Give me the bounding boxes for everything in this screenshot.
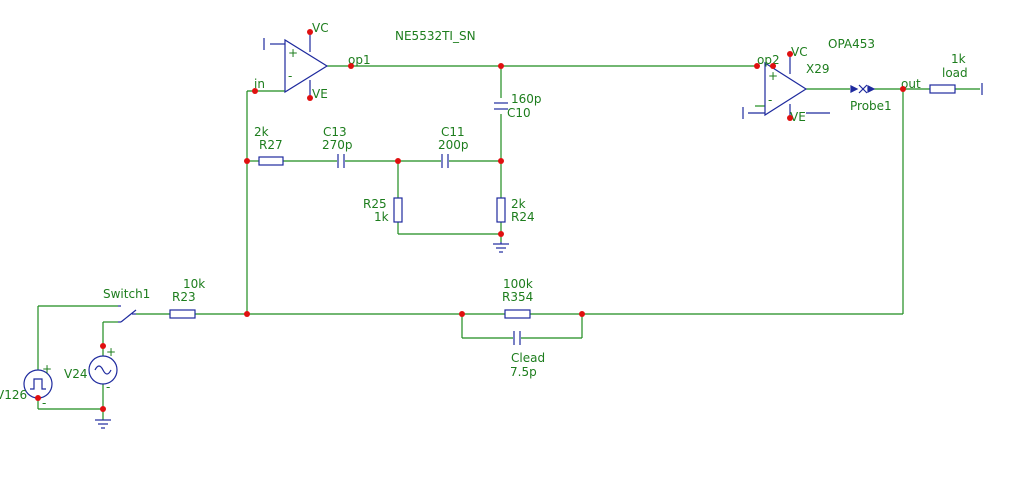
v24-minus: - <box>106 380 110 394</box>
capacitor-c11[interactable] <box>441 154 449 168</box>
opamp-u1-plus: + <box>288 46 298 60</box>
resistor-r23[interactable] <box>169 309 196 319</box>
opamp-u2-part: OPA453 <box>828 37 875 51</box>
r24-name: R24 <box>511 210 535 224</box>
opamp-u1-part: NE5532TI_SN <box>395 29 476 43</box>
opamp-u2-ref: X29 <box>806 62 830 76</box>
resistor-load[interactable] <box>929 84 956 94</box>
opamp-u2-ve: VE <box>790 110 806 124</box>
square-source-icon[interactable] <box>23 369 53 399</box>
net-op1: op1 <box>348 53 371 67</box>
c10-value: 160p <box>511 92 542 106</box>
wires <box>37 65 980 420</box>
v24-name: V24 <box>64 367 87 381</box>
ground-icon <box>95 419 111 429</box>
c13-name: C13 <box>323 125 347 139</box>
v24-plus: + <box>106 345 116 359</box>
opamp-u2[interactable] <box>742 52 830 119</box>
capacitor-c10[interactable] <box>494 102 508 110</box>
r25-name: R25 <box>363 197 387 211</box>
r354-value: 100k <box>503 277 533 291</box>
net-in: in <box>254 77 265 91</box>
probe-name: Probe1 <box>850 99 892 113</box>
ground-icon <box>493 242 509 253</box>
c10-name: C10 <box>507 106 531 120</box>
junction-nodes <box>35 29 906 412</box>
r23-name: R23 <box>172 290 196 304</box>
opamp-u1-vc: VC <box>312 21 329 35</box>
resistor-r354[interactable] <box>504 309 531 319</box>
v126-plus: + <box>42 362 52 376</box>
resistor-r27[interactable] <box>258 156 284 166</box>
opamp-u2-plus: + <box>768 69 778 83</box>
c13-value: 270p <box>322 138 353 152</box>
clead-value: 7.5p <box>510 365 537 379</box>
opamp-u2-vc: VC <box>791 45 808 59</box>
c11-name: C11 <box>441 125 465 139</box>
capacitor-c13[interactable] <box>337 154 345 168</box>
r27-name: R27 <box>259 138 283 152</box>
r25-value: 1k <box>374 210 389 224</box>
switch-name: Switch1 <box>103 287 150 301</box>
c11-value: 200p <box>438 138 469 152</box>
r23-value: 10k <box>183 277 205 291</box>
resistor-r25[interactable] <box>393 197 403 223</box>
load-name: load <box>942 66 968 80</box>
opamp-u1-ve: VE <box>312 87 328 101</box>
v126-minus: - <box>42 396 46 410</box>
load-value: 1k <box>951 52 966 66</box>
resistor-r24[interactable] <box>496 197 506 223</box>
opamp-u1-minus: - <box>288 69 292 83</box>
switch-icon[interactable] <box>118 305 137 323</box>
clead-name: Clead <box>511 351 545 365</box>
net-out: out <box>901 77 921 91</box>
net-op2: op2 <box>757 53 780 67</box>
r24-value: 2k <box>511 197 526 211</box>
sine-source-icon[interactable] <box>88 355 118 385</box>
r27-value: 2k <box>254 125 269 139</box>
capacitor-clead[interactable] <box>513 331 521 345</box>
v126-name: V126 <box>0 388 27 402</box>
probe-icon[interactable] <box>850 84 876 94</box>
opamp-u2-minus: - <box>768 93 772 107</box>
r354-name: R354 <box>502 290 533 304</box>
